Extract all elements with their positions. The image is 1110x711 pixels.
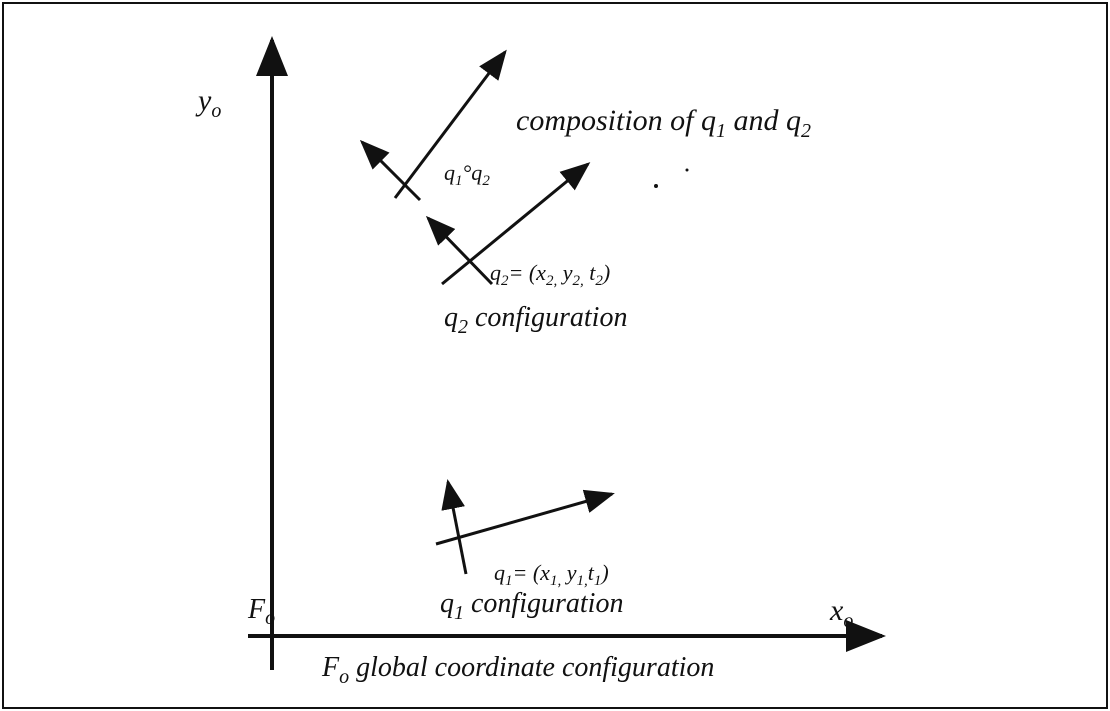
q1-y-arrow xyxy=(441,479,468,575)
speck xyxy=(654,184,658,188)
speck xyxy=(685,168,689,172)
q2-equation: q2= (x2, y2, t2) xyxy=(490,260,610,289)
q2-configuration-label: q2 configuration xyxy=(444,302,627,338)
q1-x-arrow xyxy=(435,489,615,546)
composition-title: composition of q1 and q2 xyxy=(516,104,811,142)
q1-equation: q1= (x1, y1,t1) xyxy=(494,560,609,589)
global-configuration-caption: Fo global coordinate configuration xyxy=(321,652,714,688)
composed-x-arrow xyxy=(393,49,507,199)
y-axis-label: yo xyxy=(195,84,221,122)
q2-x-arrow xyxy=(441,162,591,286)
x-axis-label: xo xyxy=(829,594,853,632)
composed-label: q1°q2 xyxy=(444,160,490,189)
q1-configuration-label: q1 configuration xyxy=(440,588,623,624)
composed-y-arrow xyxy=(359,139,422,202)
q2-y-arrow xyxy=(425,215,494,286)
origin-label: Fo xyxy=(247,594,275,629)
